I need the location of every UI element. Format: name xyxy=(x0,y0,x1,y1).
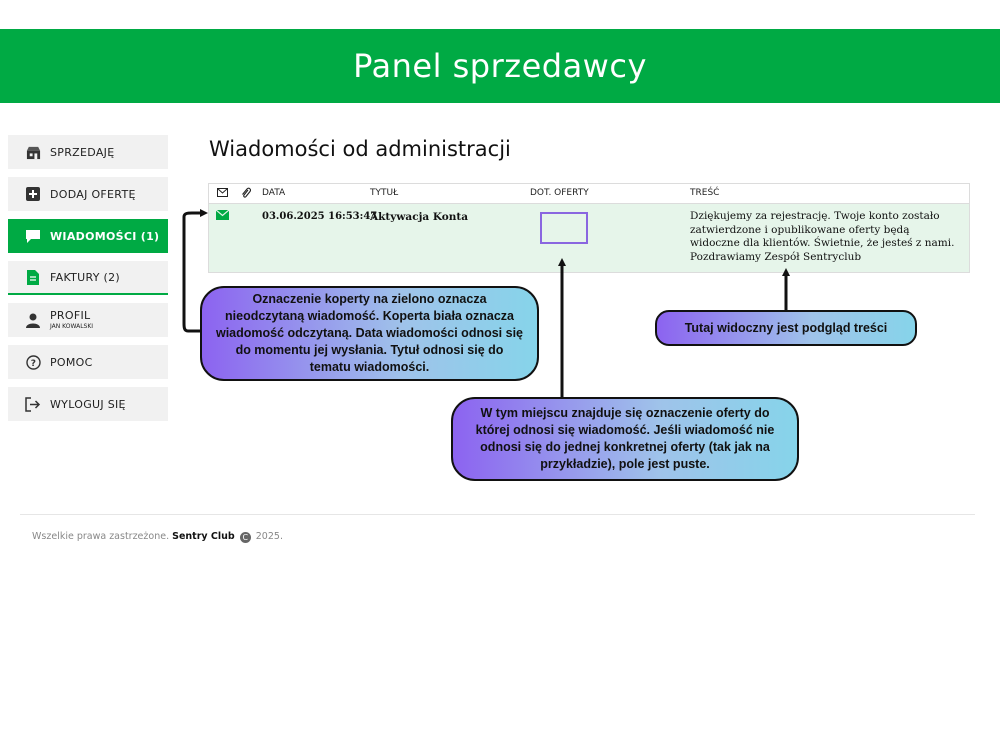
sidebar-item-label: SPRZEDAJĘ xyxy=(50,145,115,159)
sidebar-item-label: POMOC xyxy=(50,355,93,369)
message-date: 03.06.2025 16:53:47 xyxy=(262,211,378,222)
footer: Wszelkie prawa zastrzeżone. Sentry Club … xyxy=(32,531,283,543)
plus-square-icon xyxy=(25,186,41,202)
document-icon xyxy=(25,269,41,285)
message-title: Aktywacja Konta xyxy=(370,211,469,223)
header-title: Panel sprzedawcy xyxy=(353,47,647,85)
sidebar-item-profile[interactable]: PROFIL JAN KOWALSKI xyxy=(8,303,168,337)
sidebar-item-help[interactable]: ? POMOC xyxy=(8,345,168,379)
sidebar-item-label: PROFIL xyxy=(50,308,91,322)
table-row[interactable]: 03.06.2025 16:53:47 Aktywacja Konta Dzię… xyxy=(209,204,969,272)
callout-envelope: Oznaczenie koperty na zielono oznacza ni… xyxy=(200,286,539,381)
paperclip-icon xyxy=(241,187,251,202)
sidebar-item-sell[interactable]: SPRZEDAJĘ xyxy=(8,135,168,169)
svg-text:?: ? xyxy=(30,359,36,369)
callout-offer: W tym miejscu znajduje się oznaczenie of… xyxy=(451,397,799,481)
sidebar-item-messages[interactable]: WIADOMOŚCI (1) xyxy=(8,219,168,253)
user-icon xyxy=(25,312,41,328)
table-header: DATA TYTUŁ DOT. OFERTY TREŚĆ xyxy=(209,184,969,204)
sidebar-item-label: WIADOMOŚCI (1) xyxy=(50,229,160,243)
shop-icon xyxy=(25,144,41,160)
column-header-title[interactable]: TYTUŁ xyxy=(370,188,399,198)
help-icon: ? xyxy=(25,354,41,370)
header-bar: Panel sprzedawcy xyxy=(0,29,1000,103)
column-header-date[interactable]: DATA xyxy=(262,188,286,198)
footer-brand: Sentry Club xyxy=(172,531,235,542)
callout-content: Tutaj widoczny jest podgląd treści xyxy=(655,310,917,346)
logout-icon xyxy=(25,396,41,412)
sidebar-item-label: WYLOGUJ SIĘ xyxy=(50,397,126,411)
chat-icon xyxy=(25,228,41,244)
message-content: Dziękujemy za rejestrację. Twoje konto z… xyxy=(690,210,955,263)
footer-divider xyxy=(20,514,975,515)
sidebar-item-logout[interactable]: WYLOGUJ SIĘ xyxy=(8,387,168,421)
offer-placeholder xyxy=(540,212,588,244)
column-header-offer[interactable]: DOT. OFERTY xyxy=(530,188,589,198)
envelope-icon xyxy=(215,209,230,223)
sidebar-item-invoices[interactable]: FAKTURY (2) xyxy=(8,261,168,295)
sidebar-item-add-offer[interactable]: DODAJ OFERTĘ xyxy=(8,177,168,211)
profile-username: JAN KOWALSKI xyxy=(50,322,94,330)
messages-table: DATA TYTUŁ DOT. OFERTY TREŚĆ 03.06.2025 … xyxy=(208,183,970,273)
envelope-icon xyxy=(217,188,228,200)
page-title: Wiadomości od administracji xyxy=(209,137,511,161)
sidebar-item-label: FAKTURY (2) xyxy=(50,270,121,284)
sidebar: SPRZEDAJĘ DODAJ OFERTĘ WIADOMOŚCI (1) FA… xyxy=(8,135,168,429)
column-header-content[interactable]: TREŚĆ xyxy=(690,188,720,198)
copyright-icon: C xyxy=(239,532,251,543)
sidebar-item-label: DODAJ OFERTĘ xyxy=(50,187,136,201)
